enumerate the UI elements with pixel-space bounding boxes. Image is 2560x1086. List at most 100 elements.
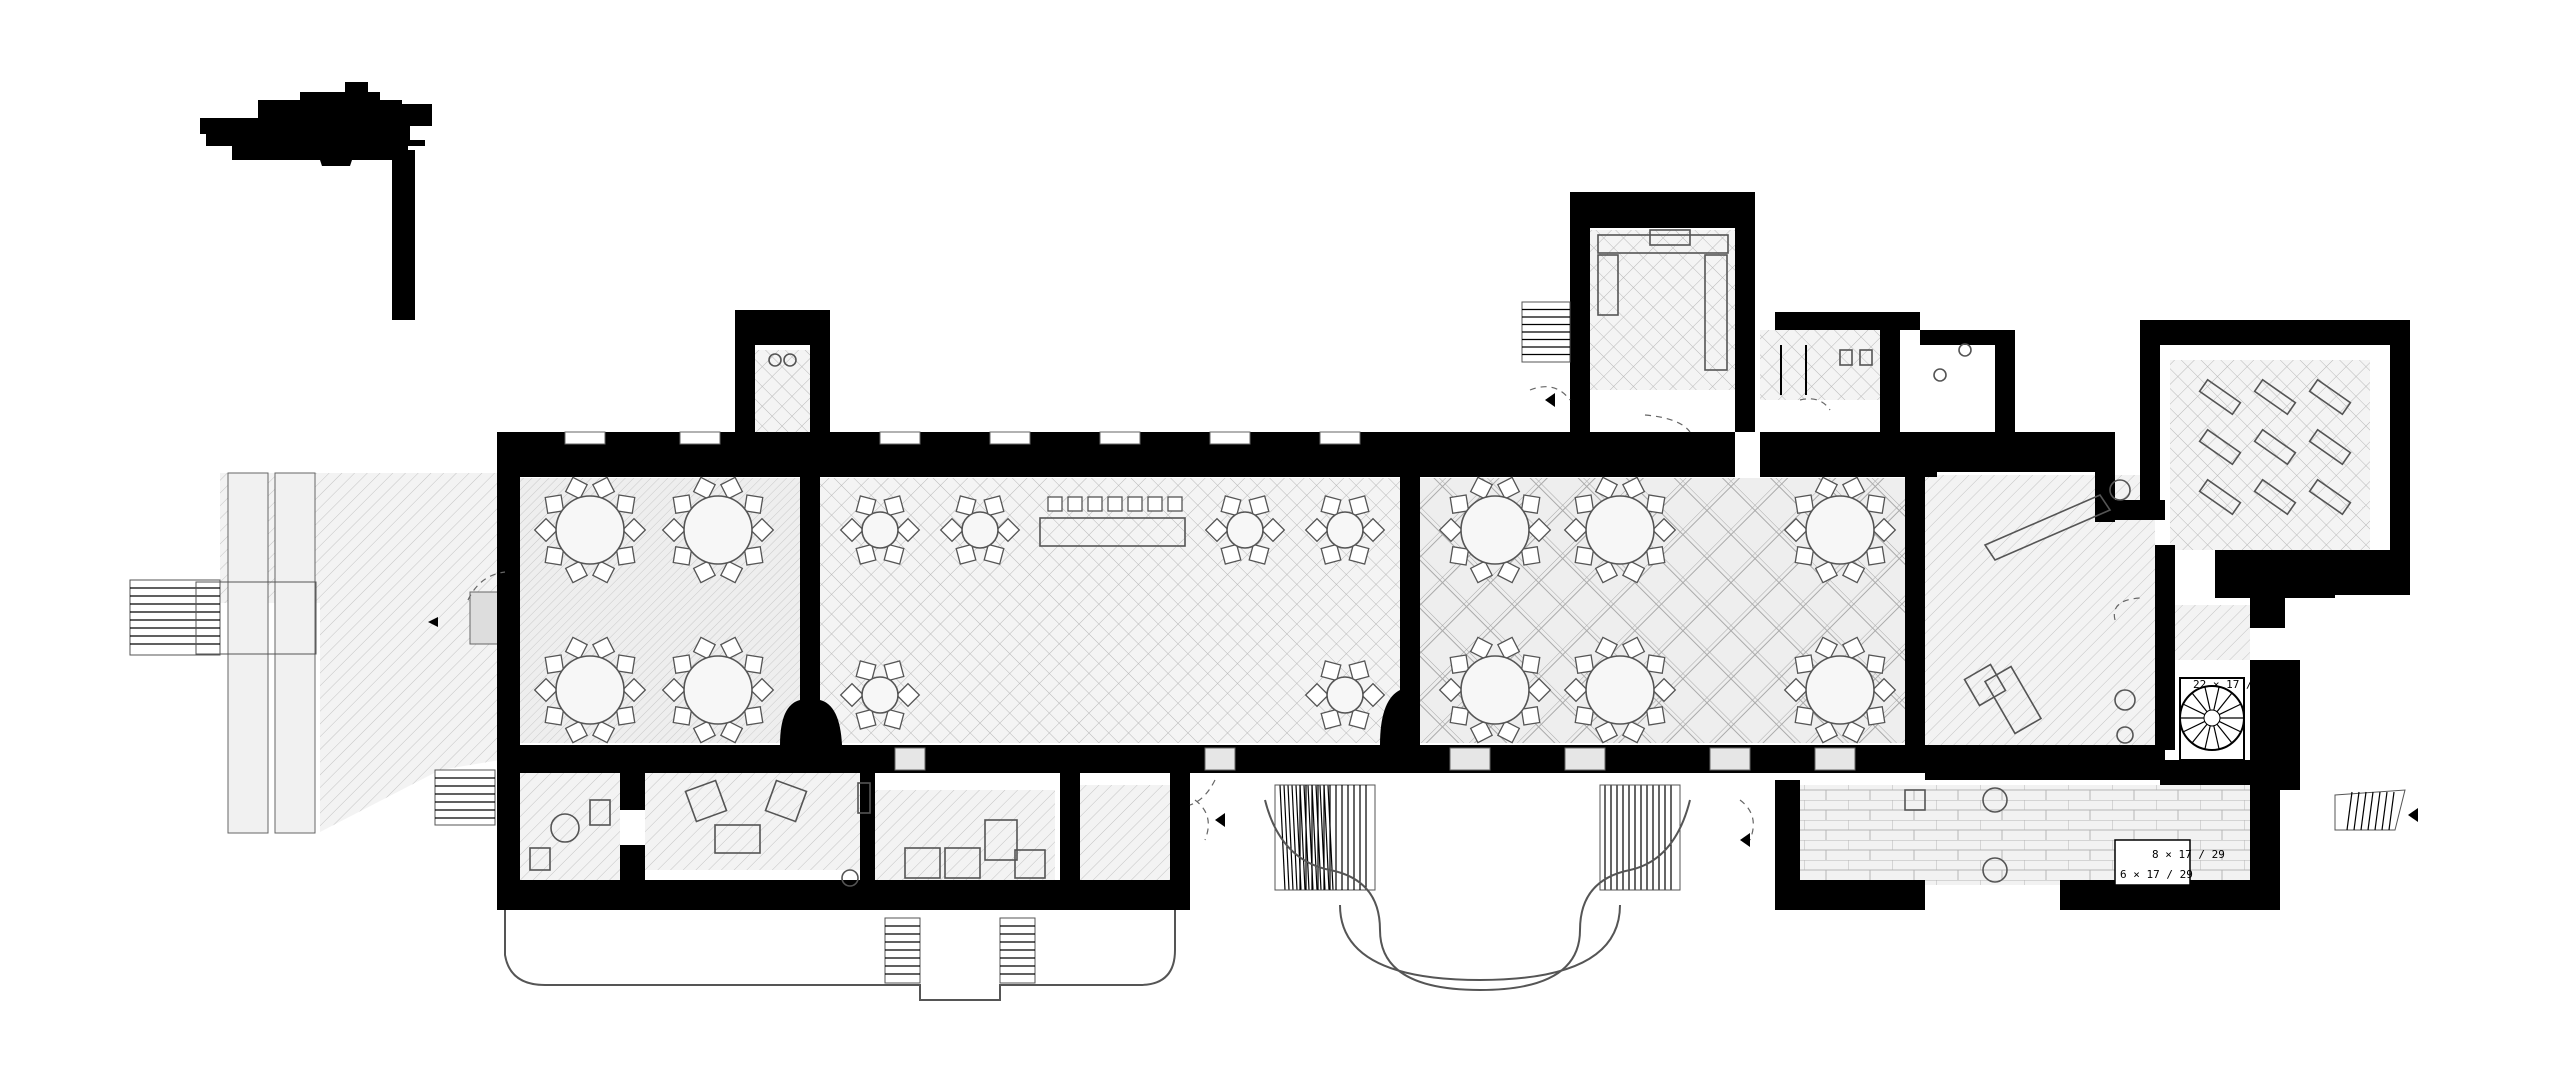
spiral-stair-icon [2179, 677, 2245, 761]
round-table [1304, 495, 1386, 565]
chair [1438, 517, 1464, 543]
chair [743, 494, 764, 515]
tower-furniture [2198, 378, 2352, 516]
chair [1360, 517, 1386, 543]
tower-room [2170, 360, 2370, 550]
chair [855, 708, 877, 730]
chair [672, 705, 693, 726]
chair [1067, 496, 1083, 512]
chair [939, 517, 965, 543]
chair [692, 720, 717, 744]
chair [615, 654, 636, 675]
chair [661, 517, 687, 543]
tower-bench [2198, 478, 2242, 516]
chair [1204, 517, 1230, 543]
chair [1449, 705, 1470, 726]
chair [719, 476, 744, 500]
chair [1260, 517, 1286, 543]
entry-arrow-icon [1545, 393, 1555, 407]
chair [1783, 677, 1809, 703]
table-top [1226, 511, 1264, 549]
tower-bench [2308, 478, 2352, 516]
chair [1520, 494, 1541, 515]
chair [1348, 495, 1370, 517]
chair [1496, 476, 1521, 500]
chair [1814, 560, 1839, 584]
chair [1783, 517, 1809, 543]
chair [1248, 543, 1270, 565]
chair [591, 560, 616, 584]
chair [1865, 545, 1886, 566]
gallery-stair-label-2: 6 × 17 / 29 [2120, 868, 2193, 881]
chair [1449, 545, 1470, 566]
chair [1794, 654, 1815, 675]
chair [883, 495, 905, 517]
chair [544, 705, 565, 726]
chair [1594, 636, 1619, 660]
chair [1248, 495, 1270, 517]
chair [1449, 654, 1470, 675]
chair [564, 560, 589, 584]
chair [1496, 560, 1521, 584]
chair [1167, 496, 1183, 512]
chair [1520, 705, 1541, 726]
chair [1520, 545, 1541, 566]
round-table [533, 636, 647, 744]
vestibule [1080, 785, 1170, 890]
doors [467, 386, 2141, 841]
chair [692, 560, 717, 584]
table-top [1805, 495, 1875, 565]
chair [895, 682, 921, 708]
chair [1087, 496, 1103, 512]
round-table [533, 476, 647, 584]
west-terrace [129, 472, 501, 834]
chair [1651, 517, 1677, 543]
chair [1526, 677, 1552, 703]
table-top [861, 676, 899, 714]
chair [591, 636, 616, 660]
chair [1563, 677, 1589, 703]
chair [1621, 636, 1646, 660]
chair [1127, 496, 1143, 512]
tower-bench [2308, 428, 2352, 466]
chair [1594, 560, 1619, 584]
round-table [1438, 476, 1552, 584]
chair [1841, 636, 1866, 660]
tower-bench [2253, 378, 2297, 416]
round-table [1783, 476, 1897, 584]
chair [1871, 517, 1897, 543]
gallery-tables [1904, 787, 2191, 886]
chair [1574, 654, 1595, 675]
chair [1645, 705, 1666, 726]
chair [855, 543, 877, 565]
chair [883, 660, 905, 682]
round-table [1563, 636, 1677, 744]
chair [1794, 705, 1815, 726]
chair [1621, 476, 1646, 500]
table-top [1805, 655, 1875, 725]
chair [544, 545, 565, 566]
chair [692, 636, 717, 660]
chair [1645, 654, 1666, 675]
table-top [1585, 495, 1655, 565]
chair [1621, 720, 1646, 744]
chair [533, 677, 559, 703]
east-steps [2334, 789, 2406, 831]
chair [1320, 660, 1342, 682]
table-top [1326, 511, 1364, 549]
chair [1469, 560, 1494, 584]
round-table [1438, 636, 1552, 744]
chair [1469, 720, 1494, 744]
chair [895, 517, 921, 543]
kitchen-stairs [1521, 301, 1571, 363]
kitchen-fixtures [1597, 229, 1729, 371]
chair [1594, 720, 1619, 744]
chair [564, 720, 589, 744]
chair [839, 682, 865, 708]
entry-arrow-icon [2408, 808, 2418, 822]
chair [1320, 708, 1342, 730]
chair [1469, 476, 1494, 500]
chair [564, 476, 589, 500]
south-steps [434, 769, 1036, 984]
chair [983, 543, 1005, 565]
